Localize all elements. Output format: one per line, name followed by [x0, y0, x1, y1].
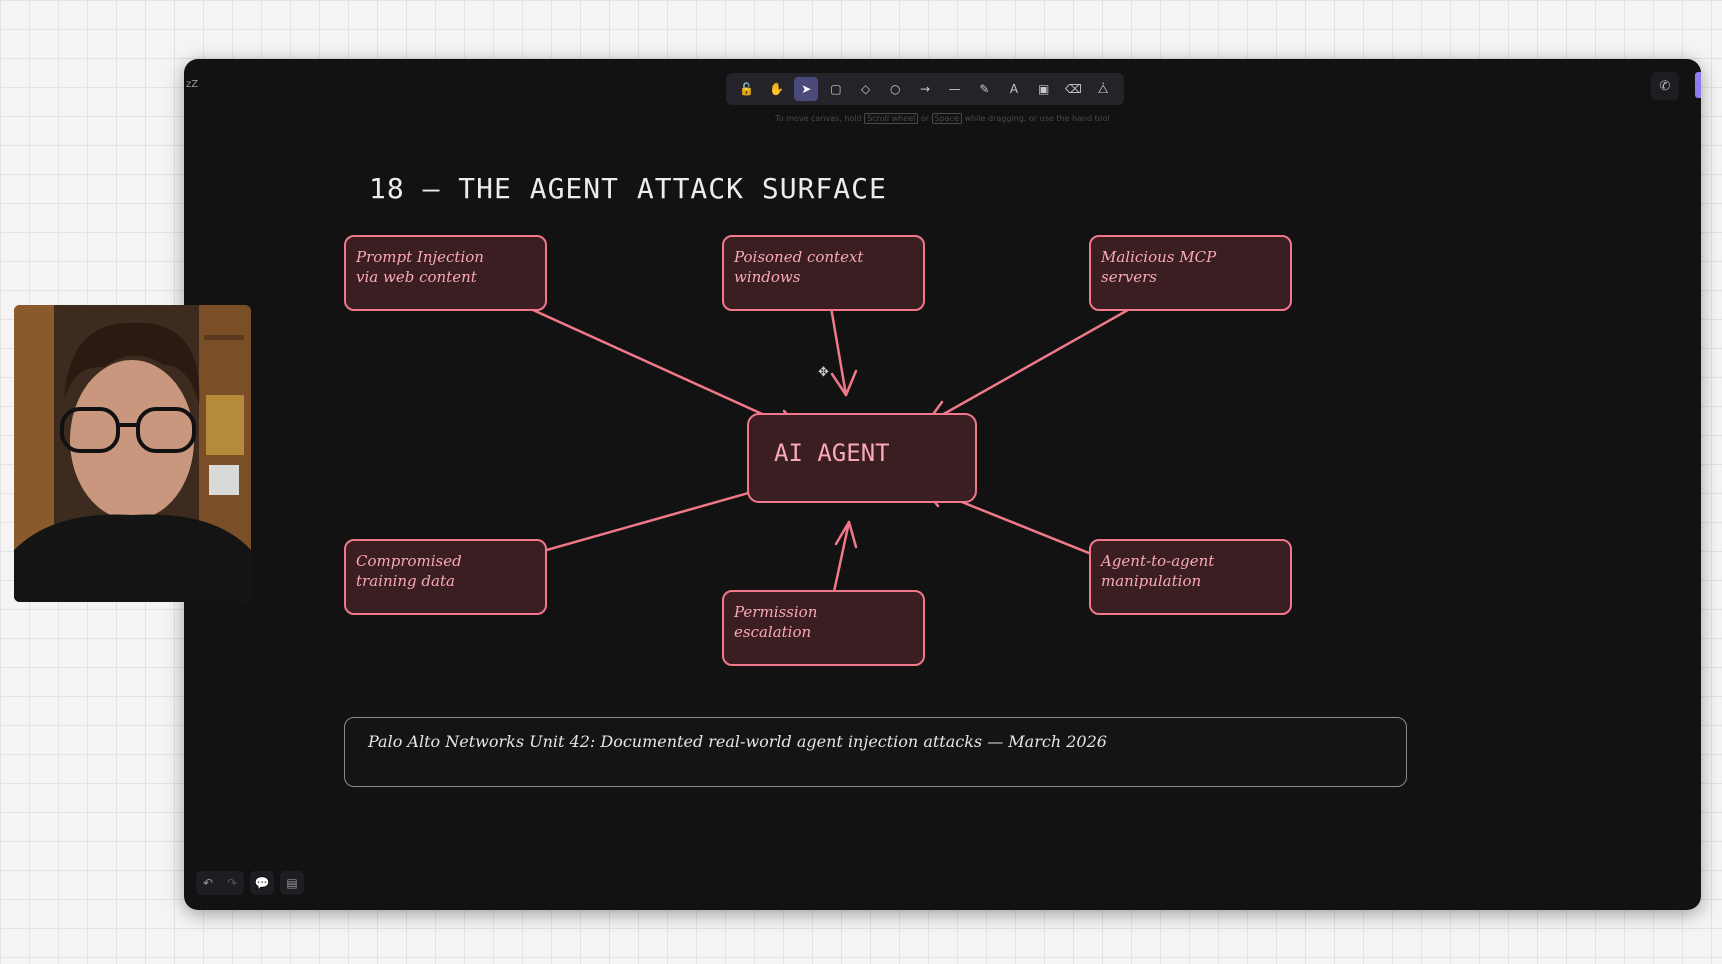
image-tool-icon[interactable]: ▣	[1038, 82, 1050, 96]
node-agent-manipulation[interactable]: Agent-to-agent manipulation	[1089, 539, 1292, 615]
corner-label: zZ	[186, 79, 199, 90]
node-label-line: escalation	[734, 623, 812, 641]
node-label-line: Agent-to-agent	[1101, 552, 1215, 570]
line-tool-icon[interactable]: —	[948, 82, 961, 96]
bottom-toolbar: ↶ ↷ 💬 ▤	[196, 871, 304, 895]
side-panel-tab[interactable]	[1695, 72, 1701, 98]
node-label-line: windows	[734, 268, 801, 286]
hint-text-after: while dragging, or use the hand tool	[964, 114, 1110, 123]
diamond-tool-icon[interactable]: ◇	[860, 82, 871, 96]
node-label-line: via web content	[356, 268, 477, 286]
ellipse-tool-icon[interactable]: ○	[890, 82, 901, 96]
node-poisoned-context[interactable]: Poisoned context windows	[722, 235, 925, 311]
phone-icon[interactable]: ✆	[1651, 72, 1679, 100]
node-permission-escalation[interactable]: Permission escalation	[722, 590, 925, 666]
webcam-feed	[14, 305, 251, 602]
selection-tool-icon[interactable]: ➤	[794, 77, 819, 101]
arrow-tool-icon[interactable]: →	[919, 82, 930, 96]
node-ai-agent[interactable]: AI AGENT	[747, 413, 977, 503]
webcam-image	[14, 305, 251, 602]
undo-icon[interactable]: ↶	[202, 876, 214, 890]
diagram-title[interactable]: 18 — THE AGENT ATTACK SURFACE	[369, 172, 887, 205]
hint-text-before: To move canvas, hold	[775, 114, 862, 123]
pencil-tool-icon[interactable]: ✎	[979, 82, 990, 96]
node-compromised-training[interactable]: Compromised training data	[344, 539, 547, 615]
node-label-line: Permission	[734, 603, 818, 621]
present-icon[interactable]: ▤	[280, 871, 304, 895]
node-label-line: Poisoned context	[734, 248, 864, 266]
rectangle-tool-icon[interactable]: ▢	[830, 82, 842, 96]
whiteboard-window: zZ 🔓 ✋ ➤ ▢ ◇ ○ → — ✎ A ▣ ⌫ ⧊ To move can…	[184, 59, 1701, 910]
text-tool-icon[interactable]: A	[1009, 82, 1019, 96]
redo-icon[interactable]: ↷	[226, 876, 238, 890]
node-label-line: Prompt Injection	[356, 248, 484, 266]
move-cursor-icon: ✥	[818, 365, 829, 380]
source-note[interactable]: Palo Alto Networks Unit 42: Documented r…	[344, 717, 1407, 787]
undo-redo-group: ↶ ↷	[196, 871, 244, 895]
lock-icon[interactable]: 🔓	[739, 82, 755, 96]
node-label-line: manipulation	[1101, 572, 1202, 590]
hint-key-scroll: Scroll wheel	[864, 113, 919, 124]
more-tools-icon[interactable]: ⧊	[1097, 81, 1109, 96]
canvas-hint: To move canvas, hold Scroll wheel or Spa…	[184, 113, 1701, 124]
comment-icon[interactable]: 💬	[250, 871, 274, 895]
eraser-tool-icon[interactable]: ⌫	[1064, 82, 1082, 96]
node-label-line: servers	[1101, 268, 1157, 286]
hint-key-space: Space	[931, 113, 962, 124]
node-prompt-injection[interactable]: Prompt Injection via web content	[344, 235, 547, 311]
hint-text-mid: or	[920, 114, 929, 123]
drawing-toolbar: 🔓 ✋ ➤ ▢ ◇ ○ → — ✎ A ▣ ⌫ ⧊	[726, 73, 1124, 105]
node-label-line: training data	[356, 572, 455, 590]
node-label-line: Compromised	[356, 552, 462, 570]
node-malicious-mcp[interactable]: Malicious MCP servers	[1089, 235, 1292, 311]
node-label-line: Malicious MCP	[1101, 248, 1217, 266]
hand-tool-icon[interactable]: ✋	[769, 82, 784, 96]
